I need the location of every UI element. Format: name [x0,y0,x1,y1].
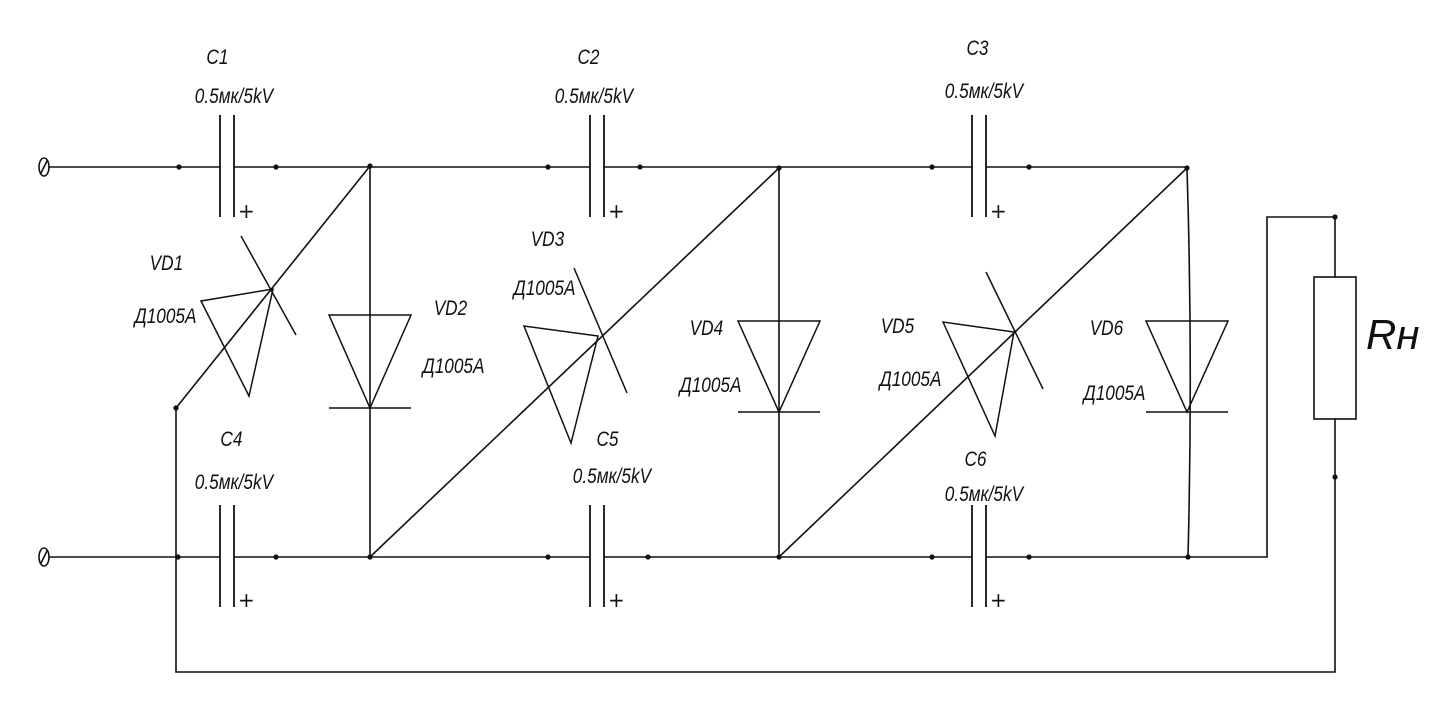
capacitor-c1: + C1 0.5мк/5kV [195,47,275,223]
output-wires [175,216,1336,673]
capacitor-c3-name: C3 [966,38,988,61]
polarity-plus: + [990,199,1007,223]
capacitor-c4: + C4 0.5мк/5kV [195,429,275,612]
diode-vd2-type: Д1005А [421,356,485,379]
diode-vd6-name: VD6 [1090,318,1124,341]
input-terminal-top [38,157,50,177]
load-resistor: Rн [1313,276,1419,420]
diode-vd2: VD2 Д1005А [327,298,485,410]
input-terminal-bottom [38,547,50,567]
diode-vd5-type: Д1005А [878,369,942,392]
capacitor-c4-name: C4 [220,429,242,452]
diode-vd3-type: Д1005А [512,278,576,301]
diode-vd2-name: VD2 [434,298,468,321]
capacitor-c3-value: 0.5мк/5kV [945,81,1025,104]
polarity-plus: + [238,588,255,612]
capacitor-c2-name: C2 [577,47,599,70]
capacitor-c6: + C6 0.5мк/5kV [945,449,1025,612]
diode-vd1: VD1 Д1005А [133,235,297,399]
diode-vd4-name: VD4 [690,318,723,341]
capacitor-c5-name: C5 [596,429,618,452]
diode-vd6: VD6 Д1005А [1082,318,1230,414]
diode-vd1-name: VD1 [150,253,183,276]
capacitor-c1-name: C1 [206,47,228,70]
polarity-plus: + [238,199,255,223]
capacitor-c6-value: 0.5мк/5kV [945,484,1025,507]
capacitor-c5-value: 0.5мк/5kV [573,466,653,489]
diode-vd5: VD5 Д1005А [878,271,1044,439]
diode-vd6-type: Д1005А [1082,383,1146,406]
diode-vd4: VD4 Д1005А [678,318,822,414]
capacitor-c6-name: C6 [964,449,986,472]
capacitor-c2-value: 0.5мк/5kV [555,86,635,109]
diode-vd1-type: Д1005А [133,306,197,329]
stage-diagonal-wires [175,165,1188,558]
junction-dots [173,163,1338,560]
polarity-plus: + [990,588,1007,612]
diode-vd5-name: VD5 [881,316,915,339]
diode-vd3-name: VD3 [531,229,565,252]
capacitor-c5: + C5 0.5мк/5kV [573,429,653,612]
stage-vertical-wires [175,165,1192,673]
capacitor-c3: + C3 0.5мк/5kV [945,38,1025,223]
capacitor-c1-value: 0.5мк/5kV [195,86,275,109]
diode-vd4-type: Д1005А [678,375,742,398]
capacitor-c4-value: 0.5мк/5kV [195,472,275,495]
capacitor-c2: + C2 0.5мк/5kV [555,47,635,223]
polarity-plus: + [608,588,625,612]
diode-vd3: VD3 Д1005А [512,229,628,446]
polarity-plus: + [608,199,625,223]
load-resistor-label: Rн [1366,311,1419,358]
